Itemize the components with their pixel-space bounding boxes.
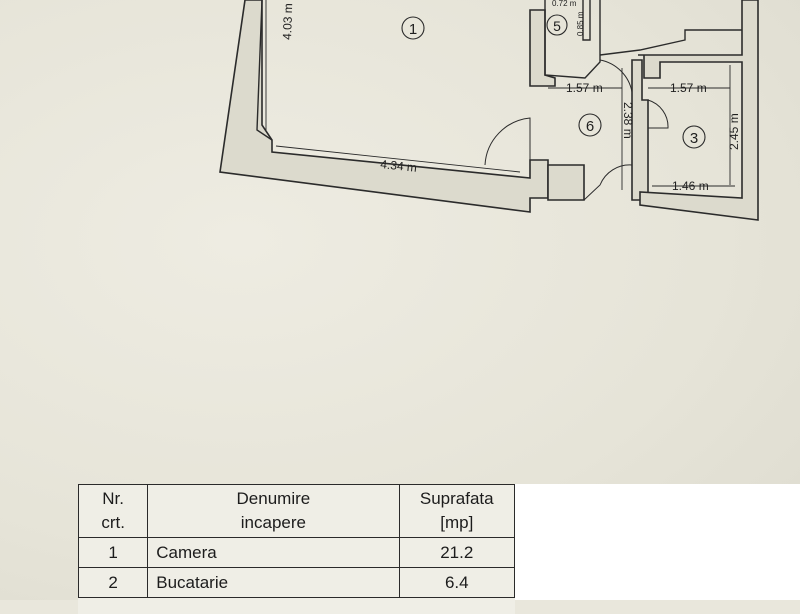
room3-height-label: 2.45 m — [727, 113, 741, 150]
room5-door-swing — [599, 59, 633, 93]
hall-door-swing — [484, 117, 531, 166]
row-nr: 1 — [77, 537, 149, 568]
row-area: 21.2 — [398, 537, 516, 568]
header-name: Denumire incapere — [147, 484, 400, 538]
row-nr: 2 — [77, 567, 149, 598]
header-nr-line2: crt. — [101, 513, 125, 532]
room1-wall — [219, 0, 549, 213]
row-area: 6.4 — [398, 567, 516, 598]
rooms-table: Nr. crt. Denumire incapere Suprafata [mp… — [77, 484, 516, 598]
room6-number: 6 — [586, 118, 594, 135]
hall-door-swing-2 — [583, 164, 633, 201]
room5-outline — [544, 0, 601, 79]
room1-inner-line — [256, 0, 273, 141]
hall-width-label: 1.57 m — [566, 81, 603, 95]
header-nr-line1: Nr. — [102, 489, 124, 508]
header-area-line1: Suprafata — [419, 489, 494, 508]
room1-number: 1 — [409, 21, 417, 38]
room1-width-label: 4.34 m — [380, 157, 418, 175]
hall-height-label: 2.38 m — [621, 102, 635, 139]
room1-width-dim — [275, 145, 521, 173]
row-name: Bucatarie — [147, 567, 400, 598]
table-header-row: Nr. crt. Denumire incapere Suprafata [mp… — [77, 484, 516, 538]
header-name-line1: Denumire — [236, 489, 311, 508]
room1-marker — [401, 16, 425, 40]
room-area-table: Nr. crt. Denumire incapere Suprafata [mp… — [77, 484, 516, 614]
header-nr: Nr. crt. — [77, 484, 149, 538]
room5-number: 5 — [553, 18, 561, 34]
room3-top-label: 1.57 m — [670, 81, 707, 95]
header-area: Suprafata [mp] — [398, 484, 516, 538]
room3-door-swing — [647, 99, 669, 129]
floor-plan-drawing: 1 5 6 3 4.03 m 4.34 m 0.72 m 0.85 m 1.57… — [219, 0, 759, 221]
header-name-line2: incapere — [240, 513, 306, 532]
room5-marker — [546, 14, 568, 36]
table-row: 1 Camera 21.2 — [77, 537, 516, 568]
table-row: 2 Bucatarie 6.4 — [77, 567, 516, 598]
room5-inner — [582, 0, 591, 41]
hall-left-wall — [529, 9, 556, 87]
header-area-line2: [mp] — [440, 513, 474, 532]
room3-bottom-label: 1.46 m — [672, 179, 709, 193]
room5-width-label: 0.72 m — [552, 0, 577, 8]
room3-marker — [682, 125, 706, 149]
blank-area — [515, 484, 800, 600]
room3-number: 3 — [690, 130, 698, 147]
row-name: Camera — [147, 537, 400, 568]
room6-marker — [578, 113, 602, 137]
room1-height-label: 4.03 m — [280, 3, 295, 40]
room3-wall — [638, 0, 759, 221]
room5-depth-label: 0.85 m — [576, 11, 585, 36]
hall-bottom-wall — [547, 164, 585, 201]
room3-upper-block — [599, 29, 742, 56]
